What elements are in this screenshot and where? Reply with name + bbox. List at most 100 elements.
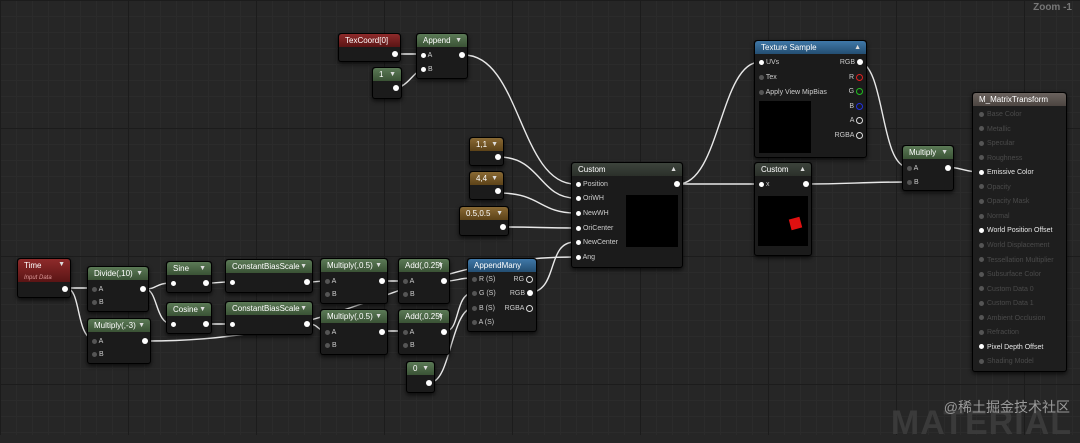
pin-a[interactable]: A	[92, 337, 103, 346]
collapse-icon[interactable]: ▼	[58, 261, 65, 268]
constant-1-node[interactable]: 1▼	[372, 67, 402, 99]
pin-a[interactable]: A	[325, 277, 336, 286]
collapse-icon[interactable]: ▲	[799, 166, 806, 173]
add-025-node[interactable]: Add(,0.25)▼ A B	[398, 309, 450, 355]
pin-a[interactable]: A	[421, 51, 432, 60]
output-rgba[interactable]: RGBA	[835, 131, 863, 140]
pin-a[interactable]: A (S)	[472, 318, 494, 327]
pin-a[interactable]: A	[92, 285, 103, 294]
collapse-icon[interactable]: ▼	[437, 313, 444, 320]
pin-position[interactable]: Position	[576, 180, 608, 189]
collapse-icon[interactable]: ▼	[300, 263, 307, 270]
pin-b[interactable]: B (S)	[472, 304, 495, 313]
output-rgba[interactable]: RGBA	[505, 304, 533, 313]
sine-node[interactable]: Sine▼	[166, 261, 212, 293]
input-pin[interactable]	[171, 279, 176, 288]
output-pin[interactable]	[441, 277, 447, 286]
pin-a[interactable]: A	[907, 164, 918, 173]
collapse-icon[interactable]: ▲	[854, 44, 861, 51]
collapse-icon[interactable]: ▼	[375, 262, 382, 269]
output-pin[interactable]	[803, 180, 809, 189]
multiply-node[interactable]: Multiply▼ A B	[902, 145, 954, 191]
pin-tex[interactable]: Tex	[759, 73, 777, 82]
collapse-icon[interactable]: ▼	[300, 305, 307, 312]
output-pin[interactable]	[674, 180, 680, 189]
result-pin[interactable]: Custom Data 1	[979, 299, 1034, 308]
pin-x[interactable]: x	[759, 180, 769, 189]
result-pin[interactable]: Refraction	[979, 328, 1019, 337]
input-pin[interactable]	[171, 320, 176, 329]
pin-uvs[interactable]: UVs	[759, 58, 779, 67]
output-b[interactable]: B	[849, 102, 863, 111]
collapse-icon[interactable]: ▼	[496, 210, 503, 217]
pin-b[interactable]: B	[325, 341, 337, 350]
pin-b[interactable]: B	[403, 290, 415, 299]
pin-b[interactable]: B	[403, 341, 415, 350]
pin-r[interactable]: R (S)	[472, 275, 495, 284]
pin-a[interactable]: A	[403, 277, 414, 286]
result-pin[interactable]: Specular	[979, 139, 1015, 148]
output-pin[interactable]	[500, 223, 506, 232]
pin-oriwh[interactable]: OriWH	[576, 194, 604, 203]
result-pin[interactable]: Normal	[979, 212, 1010, 221]
output-rg[interactable]: RG	[514, 275, 533, 284]
pin-b[interactable]: B	[92, 350, 104, 359]
append-node[interactable]: Append▼ A B	[416, 33, 468, 79]
append-many-node[interactable]: AppendMany R (S) G (S) B (S) A (S) RG RG…	[467, 258, 537, 332]
result-pin[interactable]: Roughness	[979, 154, 1022, 163]
output-r[interactable]: R	[849, 73, 863, 82]
output-pin[interactable]	[62, 285, 68, 294]
output-pin[interactable]	[203, 279, 209, 288]
output-pin[interactable]	[379, 277, 385, 286]
cosine-node[interactable]: Cosine▼	[166, 302, 212, 334]
constant-bias-scale-node[interactable]: ConstantBiasScale▼	[225, 301, 313, 335]
output-g[interactable]: G	[849, 87, 863, 96]
pin-a[interactable]: A	[325, 328, 336, 337]
pin-a[interactable]: A	[403, 328, 414, 337]
collapse-icon[interactable]: ▼	[136, 270, 143, 277]
multiply-neg3-node[interactable]: Multiply(,-3)▼ A B	[87, 318, 151, 364]
collapse-icon[interactable]: ▼	[389, 71, 396, 78]
multiply-05-node[interactable]: Multiply(,0.5)▼ A B	[320, 309, 388, 355]
result-pin[interactable]: Shading Model	[979, 357, 1034, 366]
input-pin[interactable]	[230, 278, 235, 287]
output-pin[interactable]	[203, 320, 209, 329]
result-pin[interactable]: Custom Data 0	[979, 285, 1034, 294]
custom-node[interactable]: Custom▲ Position OriWH NewWH OriCenter N…	[571, 162, 683, 268]
output-pin[interactable]	[495, 153, 501, 162]
output-rgb[interactable]: RGB	[840, 58, 863, 67]
add-025-node[interactable]: Add(,0.25)▼ A B	[398, 258, 450, 304]
result-pin[interactable]: Tessellation Multiplier	[979, 256, 1054, 265]
constant-bias-scale-node[interactable]: ConstantBiasScale▼	[225, 259, 313, 293]
collapse-icon[interactable]: ▼	[455, 37, 462, 44]
result-pin[interactable]: Ambient Occlusion	[979, 314, 1045, 323]
result-pin[interactable]: Opacity	[979, 183, 1011, 192]
result-pin[interactable]: Base Color	[979, 110, 1022, 119]
output-pin[interactable]	[459, 51, 465, 60]
output-pin[interactable]	[495, 187, 501, 196]
result-pin[interactable]: Pixel Depth Offset	[979, 343, 1043, 352]
custom-node-2[interactable]: Custom▲ x	[754, 162, 812, 256]
output-pin[interactable]	[426, 379, 432, 388]
collapse-icon[interactable]: ▲	[670, 166, 677, 173]
multiply-05-node[interactable]: Multiply(,0.5)▼ A B	[320, 258, 388, 304]
collapse-icon[interactable]: ▼	[199, 306, 206, 313]
output-pin[interactable]	[140, 285, 146, 294]
collapse-icon[interactable]: ▼	[437, 262, 444, 269]
constant-05-05-node[interactable]: 0.5,0.5▼	[459, 206, 509, 236]
pin-newcenter[interactable]: NewCenter	[576, 238, 618, 247]
pin-b[interactable]: B	[421, 65, 433, 74]
output-pin[interactable]	[441, 328, 447, 337]
time-node[interactable]: Time▼ Input Data	[17, 258, 71, 298]
constant-0-node[interactable]: 0▼	[406, 361, 435, 393]
input-pin[interactable]	[230, 320, 235, 329]
texture-sample-node[interactable]: Texture Sample▲ UVs Tex Apply View MipBi…	[754, 40, 867, 158]
texcoord-node[interactable]: TexCoord[0]	[338, 33, 401, 62]
collapse-icon[interactable]: ▼	[491, 141, 498, 148]
pin-b[interactable]: B	[92, 298, 104, 307]
result-pin[interactable]: Opacity Mask	[979, 197, 1029, 206]
pin-newwh[interactable]: NewWH	[576, 209, 609, 218]
output-pin[interactable]	[393, 84, 399, 93]
pin-g[interactable]: G (S)	[472, 289, 496, 298]
pin-b[interactable]: B	[325, 290, 337, 299]
